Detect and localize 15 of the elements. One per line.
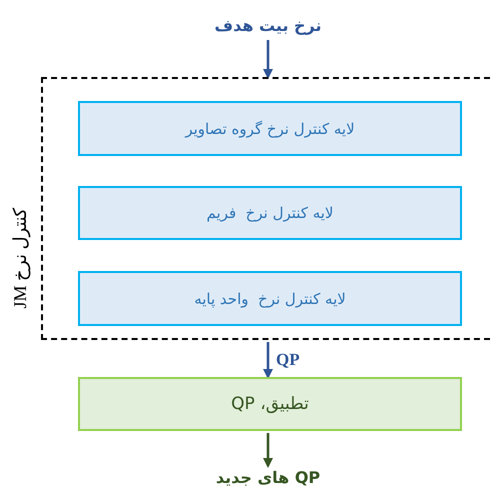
edge-label: QP [276,348,300,370]
group-label: کنترل نرخ JM [9,206,31,311]
node-text: لایه کنترل نرخ فریم [206,204,334,222]
layer-box [78,186,462,240]
process-box [78,377,462,431]
arrow [263,433,273,468]
arrow [263,40,273,79]
node-text: QP های جدید [216,468,320,486]
layer-box [78,271,462,326]
node-text: تطبیق، QP [231,394,309,414]
node-text: نرخ بیت هدف [214,16,322,34]
node-text: لایه کنترل نرخ گروه تصاویر [185,120,355,138]
arrow [263,342,273,379]
node-text: لایه کنترل نرخ واحد پایه [194,290,346,308]
layer-box [78,101,462,156]
